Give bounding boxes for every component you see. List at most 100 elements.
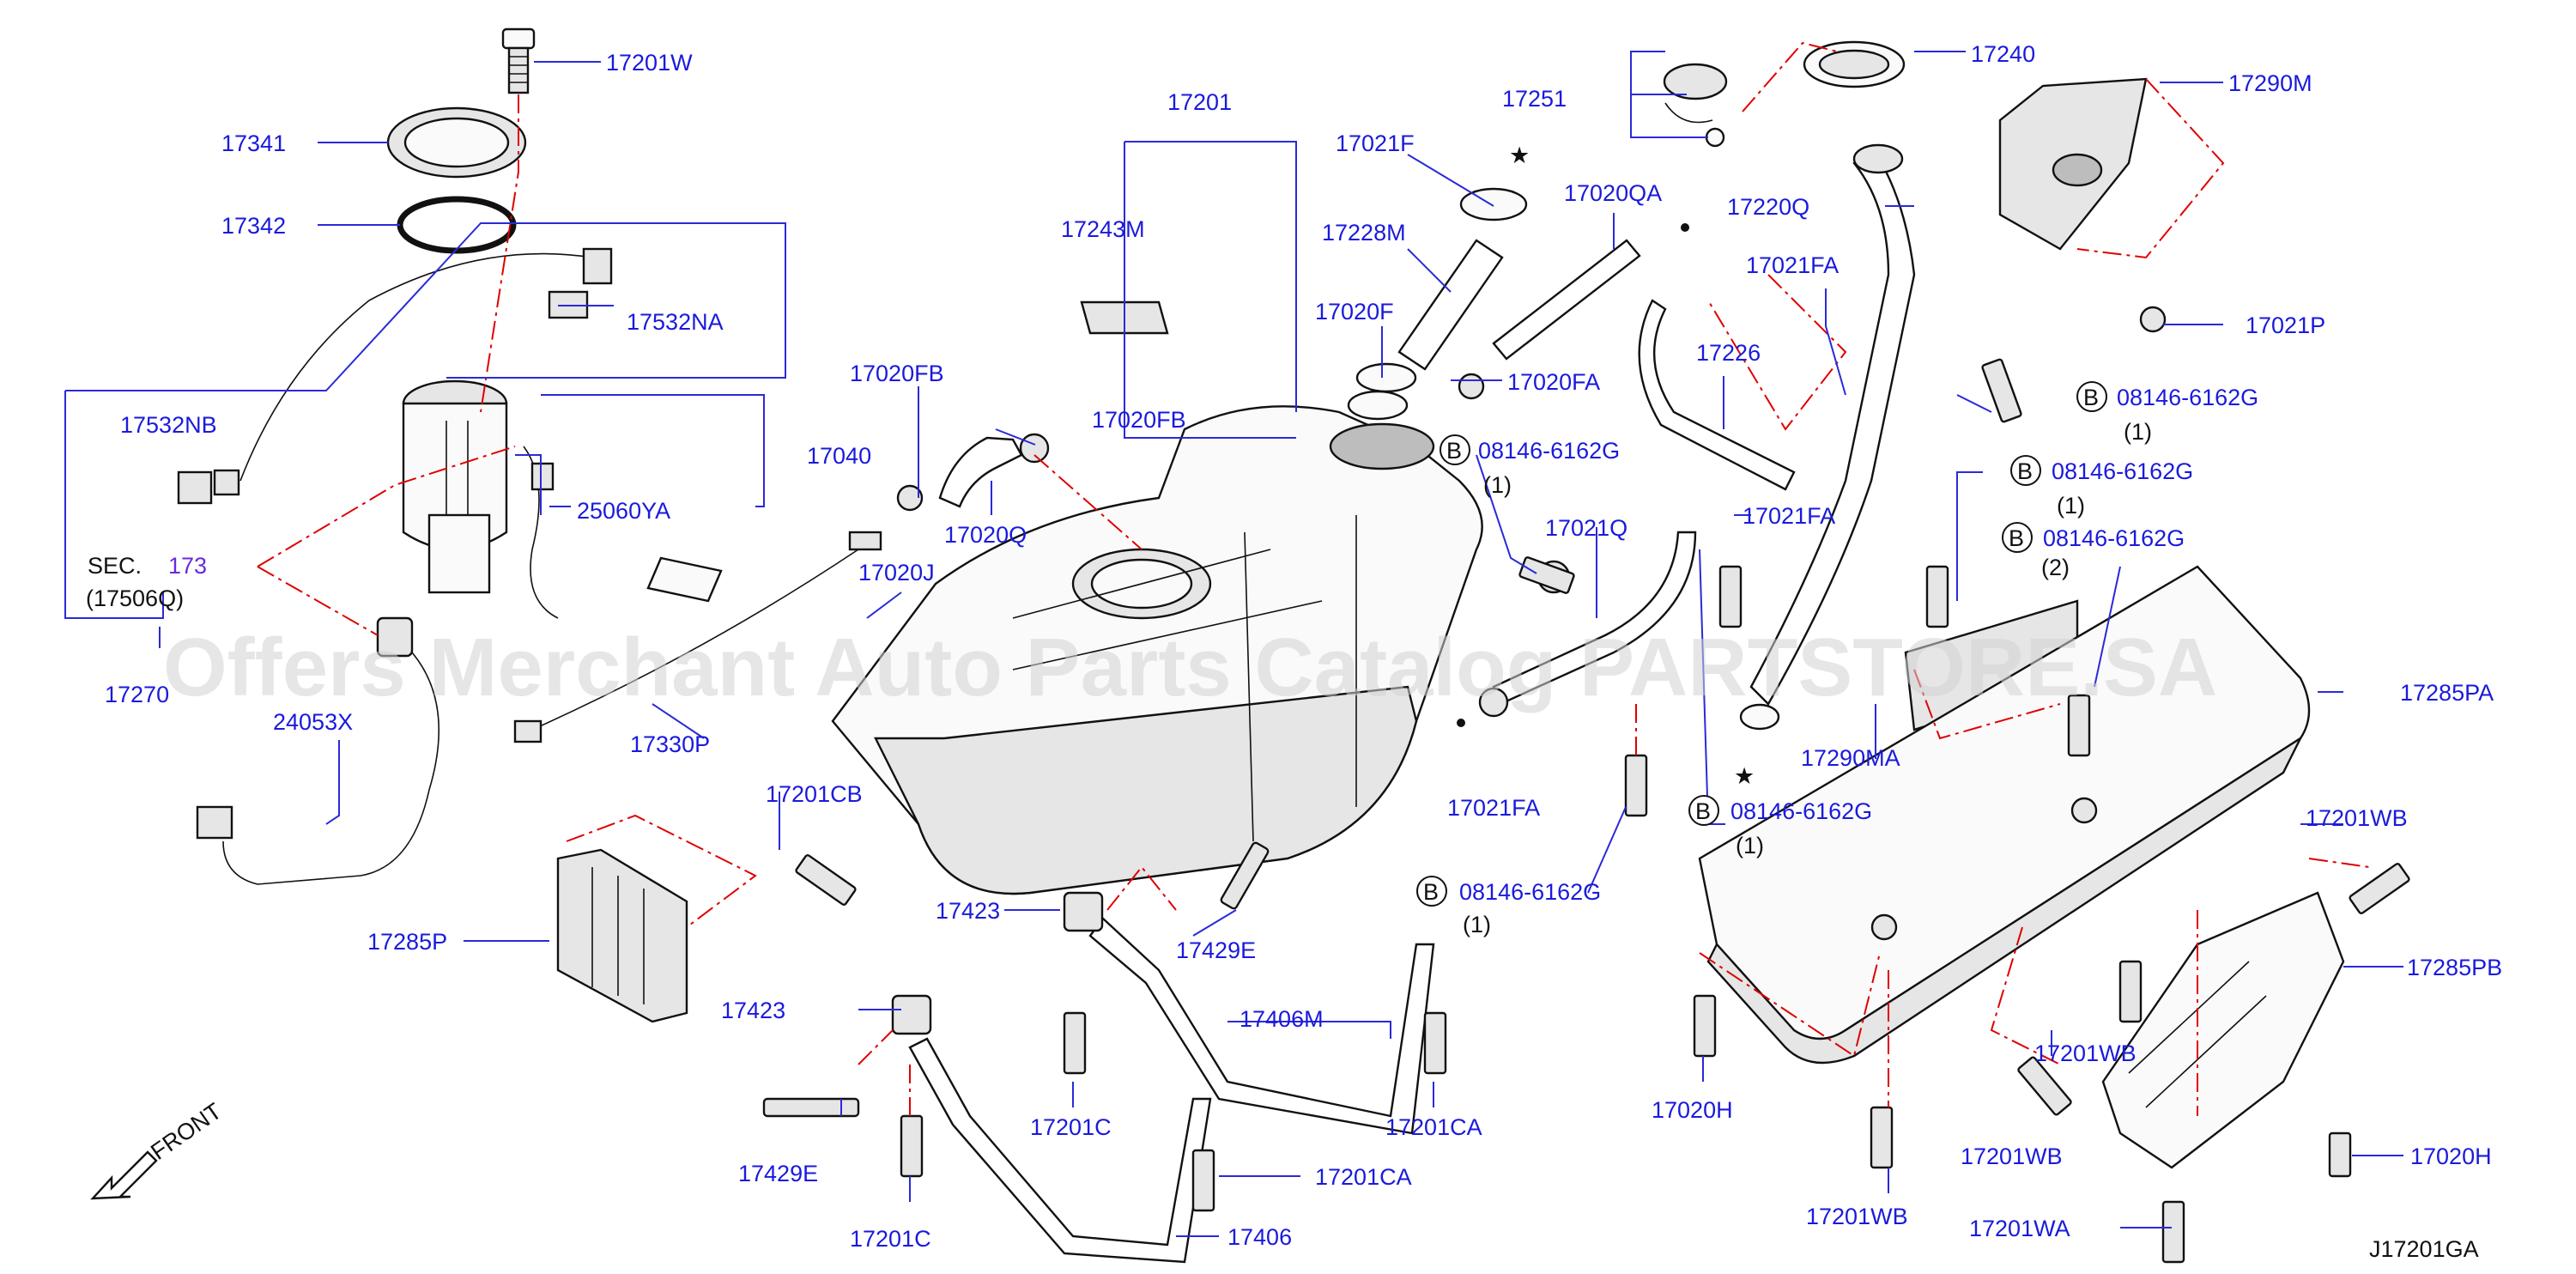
callout-17285pb: 17285PB [2407,955,2502,980]
fuel-tank-17201 [831,405,1483,895]
bolt-ref-part: 08146-6162G [2052,458,2193,484]
callout-17201ca-b: 17201CA [1315,1164,1412,1190]
bolt-ref-badge: B [2017,458,2033,484]
bolts [795,358,2410,1264]
filler-tube-17220q [1739,143,1916,731]
bolt-ref-6: B 08146-6162G (1) [1416,876,1601,937]
bolt-ref-part: 08146-6162G [1730,798,1872,824]
bolt-ref-badge: B [2009,525,2024,551]
callout-17285p: 17285P [367,929,447,955]
bolt-ref-part: 08146-6162G [1459,879,1601,905]
clip-17021p [2139,306,2167,333]
dashed-guides [257,41,2370,1116]
callout-17021f: 17021F [1336,130,1415,156]
callout-17020qa: 17020QA [1564,180,1662,206]
hose-17020qa [1458,239,1641,400]
callout-labels: 17201W 17341 17342 17532NA 17532NB 17040… [86,41,2502,1252]
callout-17270: 17270 [105,682,169,707]
front-label: FRONT [146,1098,226,1165]
section-ref-number: 173 [168,553,207,579]
front-arrow-icon [90,1150,158,1200]
bolt-ref-qty: (1) [2057,493,2085,519]
bolt-ref-badge: B [1446,438,1462,464]
callout-17021fa-a: 17021FA [1746,252,1839,278]
callout-17020f: 17020F [1315,299,1394,325]
hose-17228m [1347,187,1528,421]
sensor-17330p [513,531,882,743]
callout-17201wb-c: 17201WB [1961,1144,2063,1169]
bolt-ref-qty: (1) [1736,833,1764,858]
callout-17020q: 17020Q [944,522,1027,548]
bolt-ref-part: 08146-6162G [1478,438,1620,464]
callout-17021fa-c: 17021FA [1447,795,1540,821]
callout-17201wb-d: 17201WB [2034,1040,2137,1066]
wiring-harness-17532na [239,247,613,482]
section-ref-sub: (17506Q) [86,585,184,611]
bolt-17429e [762,841,1270,1118]
callout-17021p: 17021P [2246,312,2325,338]
callout-17020j: 17020J [858,560,935,585]
callout-17423-b: 17423 [721,998,785,1023]
callout-17040: 17040 [807,443,871,469]
bolt-ref-qty: (1) [1483,472,1512,498]
shield-17285p [556,848,688,1023]
connector-17532nb [177,469,240,505]
bolt-ref-badge: B [1695,798,1711,824]
bolt-ref-badge: B [2083,385,2099,410]
callout-17532na: 17532NA [627,309,724,335]
fuel-pump-17040 [402,379,559,619]
tank-band-17406 [891,994,1212,1264]
bolt-ref-qty: (1) [1463,912,1491,937]
callout-17020h-a: 17020H [1652,1097,1733,1123]
callout-25060ya: 25060YA [577,498,670,524]
bolt-ref-4: B 08146-6162G (2) [2002,522,2185,580]
callout-17240: 17240 [1971,41,2035,67]
callout-17429e-a: 17429E [1176,937,1256,963]
pad-25060ya [646,556,723,603]
skid-plate-17285pa [1698,565,2311,1065]
filler-neck-17240 [1803,40,1906,88]
filler-cap-17251 [1663,63,1728,148]
callout-17201c-b: 17201C [850,1226,931,1252]
callout-17201w: 17201W [606,50,693,76]
leader-lines [64,51,2403,1237]
callout-17021fa-b: 17021FA [1743,503,1835,529]
hose-17226 [1638,299,1796,491]
bolt-17201w [501,27,536,94]
callout-17020fa: 17020FA [1507,369,1600,395]
lock-ring-17341 [386,106,527,179]
bolt-ref-qty: (1) [2124,419,2152,445]
watermark: Offers Merchant Auto Parts Catalog PARTS… [163,622,2217,713]
bolt-ref-badge: B [1423,879,1439,905]
callout-17020h-b: 17020H [2410,1144,2492,1169]
callout-17201cb: 17201CB [766,781,863,807]
bolt-ref-3: B 08146-6162G (1) [2010,455,2193,519]
level-gauge-17270 [196,616,440,885]
callout-17406m: 17406M [1240,1006,1324,1032]
markers: ★ ★ [1457,143,1755,789]
bolt-ref-1: B 08146-6162G (1) [1440,434,1620,498]
svg-text:★: ★ [1509,143,1530,168]
callout-17341: 17341 [221,130,286,156]
bolt-ref-qty: (2) [2041,555,2070,580]
callout-17251: 17251 [1502,86,1567,112]
callout-17201ca-a: 17201CA [1385,1114,1482,1140]
o-ring-17342 [397,196,517,254]
callout-17423-a: 17423 [936,898,1000,924]
callout-17201wa: 17201WA [1969,1216,2070,1241]
callout-17228m: 17228M [1322,220,1406,246]
diagram-code: J17201GA [2369,1236,2479,1262]
callout-17020fb-a: 17020FB [850,361,944,386]
heat-shield-17290m [1998,77,2148,251]
callout-24053x: 24053X [273,709,353,735]
callout-17201c-a: 17201C [1030,1114,1112,1140]
tank-band-17406m [1063,891,1435,1135]
callout-17330p: 17330P [630,731,710,757]
svg-text:★: ★ [1734,763,1755,789]
callout-17020fb-b: 17020FB [1092,407,1186,433]
callout-17290m: 17290M [2228,70,2312,96]
callout-17201wb-b: 17201WB [1806,1204,1908,1229]
callout-17226: 17226 [1696,340,1761,366]
front-indicator: FRONT [90,1098,227,1200]
